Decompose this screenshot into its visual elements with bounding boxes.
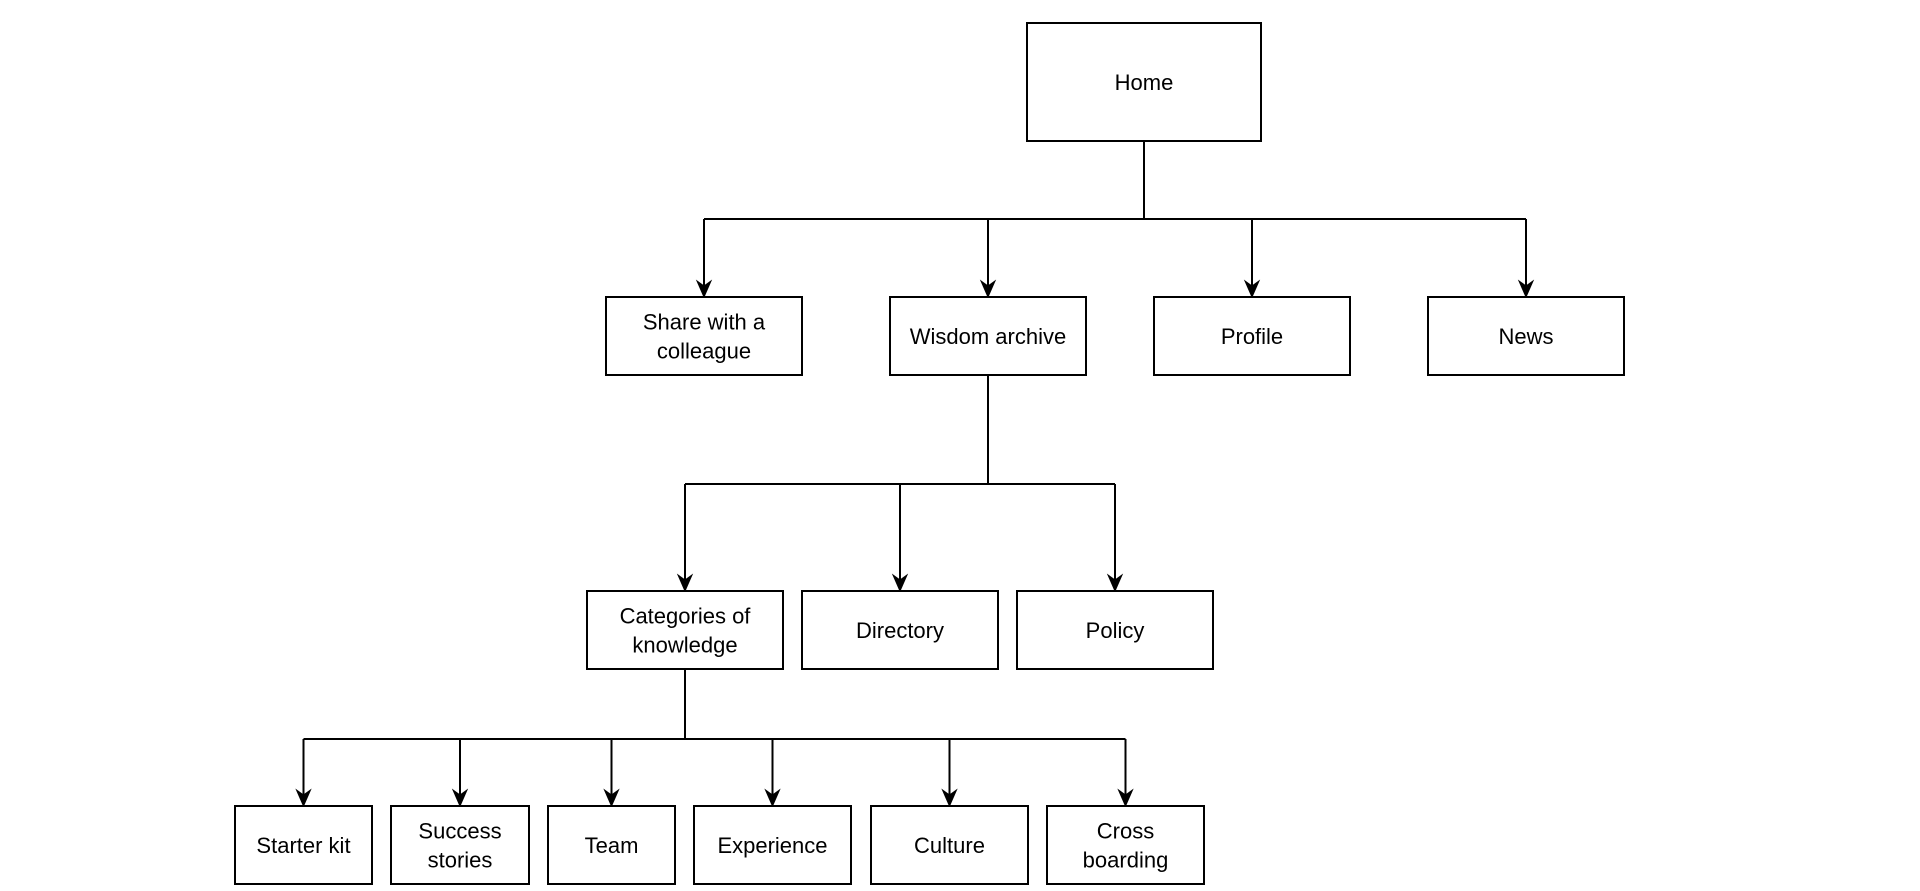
node-share-label: colleague — [657, 339, 751, 364]
node-directory-label: Directory — [856, 618, 944, 643]
node-team-label: Team — [585, 833, 639, 858]
node-directory: Directory — [801, 590, 999, 670]
node-team: Team — [547, 805, 676, 885]
node-cross-label: Cross — [1097, 819, 1154, 844]
node-success-box — [390, 805, 530, 885]
node-share-label: Share with a — [643, 310, 766, 335]
arrowhead-icon — [603, 788, 620, 808]
node-directory-box — [801, 590, 999, 670]
node-policy: Policy — [1016, 590, 1214, 670]
node-categories: Categories of knowledge — [586, 590, 784, 670]
arrowhead-icon — [979, 279, 997, 299]
node-home-box — [1026, 22, 1262, 142]
node-categories-box — [586, 590, 784, 670]
node-profile-box — [1153, 296, 1351, 376]
node-cross-box — [1046, 805, 1205, 885]
node-success-label: stories — [428, 848, 493, 873]
node-profile: Profile — [1153, 296, 1351, 376]
node-culture: Culture — [870, 805, 1029, 885]
arrowhead-icon — [891, 573, 909, 593]
node-home-label: Home — [1115, 70, 1174, 95]
node-share: Share with a colleague — [605, 296, 803, 376]
connectors — [295, 141, 1535, 808]
node-wisdom: Wisdom archive — [889, 296, 1087, 376]
node-news: News — [1427, 296, 1625, 376]
arrowhead-icon — [764, 788, 781, 808]
node-success-label: Success — [418, 819, 501, 844]
node-experience-box — [693, 805, 852, 885]
node-wisdom-box — [889, 296, 1087, 376]
node-team-box — [547, 805, 676, 885]
node-cross: Cross boarding — [1046, 805, 1205, 885]
arrowhead-icon — [1106, 573, 1124, 593]
node-starter-box — [234, 805, 373, 885]
node-categories-label: Categories of — [620, 604, 752, 629]
node-success: Success stories — [390, 805, 530, 885]
arrowhead-icon — [1243, 279, 1261, 299]
arrowhead-icon — [676, 573, 694, 593]
arrowhead-icon — [941, 788, 958, 808]
node-cross-label: boarding — [1083, 848, 1169, 873]
node-news-label: News — [1498, 324, 1553, 349]
arrowhead-icon — [695, 279, 713, 299]
node-share-box — [605, 296, 803, 376]
node-experience: Experience — [693, 805, 852, 885]
node-profile-label: Profile — [1221, 324, 1283, 349]
node-policy-label: Policy — [1086, 618, 1145, 643]
node-news-box — [1427, 296, 1625, 376]
node-experience-label: Experience — [717, 833, 827, 858]
node-categories-label: knowledge — [632, 633, 737, 658]
arrowhead-icon — [295, 788, 312, 808]
arrowhead-icon — [451, 788, 469, 808]
arrowhead-icon — [1517, 279, 1535, 299]
node-starter-label: Starter kit — [256, 833, 350, 858]
node-culture-box — [870, 805, 1029, 885]
arrowhead-icon — [1117, 788, 1134, 808]
node-wisdom-label: Wisdom archive — [910, 324, 1066, 349]
node-starter: Starter kit — [234, 805, 373, 885]
node-home: Home — [1026, 22, 1262, 142]
node-culture-label: Culture — [914, 833, 985, 858]
node-policy-box — [1016, 590, 1214, 670]
